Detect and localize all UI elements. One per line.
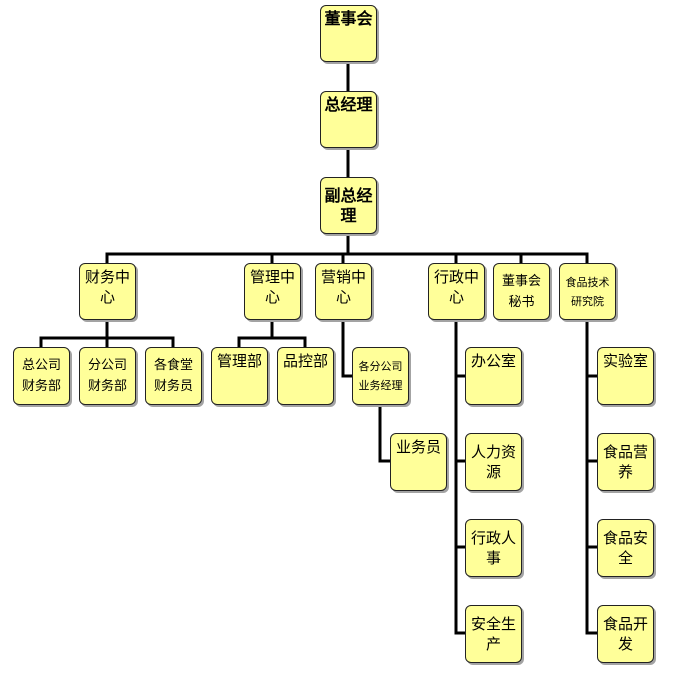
management-center-label-2: 心 [264, 288, 280, 306]
food-development-label-1: 食品开 [602, 615, 648, 633]
food-development-label-2: 发 [617, 635, 633, 653]
general-manager-box: 总经理 [320, 91, 377, 148]
laboratory-box: 实验室 [597, 347, 654, 405]
canteen-finance-box: 各食堂 财务员 [145, 347, 202, 405]
marketing-center-box: 营销中 心 [315, 263, 372, 320]
board-secretary-box: 董事会 秘书 [493, 263, 550, 320]
gm-label: 总经理 [324, 95, 373, 114]
admin-center-label-1: 行政中 [433, 268, 479, 286]
canteen-finance-label-2: 财务员 [153, 379, 193, 394]
finance-center-label-2: 心 [99, 288, 115, 306]
safety-production-label-1: 安全生 [470, 615, 516, 633]
safety-production-label-2: 产 [485, 635, 501, 653]
hr-label-2: 源 [485, 463, 501, 481]
deputy-gm-box: 副总经 理 [320, 177, 377, 234]
admin-center-box: 行政中 心 [428, 263, 485, 320]
branch-manager-label-2: 业务经理 [358, 379, 403, 392]
hq-finance-label-1: 总公司 [21, 358, 61, 373]
food-institute-label-1: 食品技术 [565, 275, 610, 289]
finance-center-box: 财务中 心 [79, 263, 136, 320]
branch-finance-label-1: 分公司 [87, 358, 127, 373]
food-nutrition-label-2: 养 [617, 463, 633, 481]
quality-control-box: 品控部 [277, 347, 334, 405]
management-center-label-1: 管理中 [249, 268, 295, 286]
laboratory-label: 实验室 [602, 352, 648, 370]
admin-personnel-label-2: 事 [485, 549, 501, 567]
safety-production-box: 安全生 产 [465, 605, 522, 663]
admin-personnel-label-1: 行政人 [470, 529, 516, 547]
deputy-gm-label-2: 理 [340, 205, 357, 225]
management-dept-box: 管理部 [211, 347, 268, 405]
hq-finance-label-2: 财务部 [21, 379, 61, 394]
salesman-box: 业务员 [390, 433, 447, 491]
board-secretary-label-1: 董事会 [501, 273, 541, 289]
food-safety-label-2: 全 [617, 549, 633, 567]
food-safety-label-1: 食品安 [602, 529, 648, 547]
board-box: 董事会 [320, 5, 377, 62]
hr-label-1: 人力资 [470, 443, 516, 461]
deputy-gm-label-1: 副总经 [324, 185, 373, 205]
food-nutrition-box: 食品营 养 [597, 433, 654, 491]
admin-center-label-2: 心 [448, 288, 464, 306]
food-nutrition-label-1: 食品营 [602, 443, 648, 461]
marketing-center-label-1: 营销中 [320, 268, 366, 286]
hr-box: 人力资 源 [465, 433, 522, 491]
branch-finance-label-2: 财务部 [87, 379, 127, 394]
management-center-box: 管理中 心 [244, 263, 301, 320]
finance-center-label-1: 财务中 [84, 268, 130, 286]
branch-finance-box: 分公司 财务部 [79, 347, 136, 405]
salesman-label: 业务员 [395, 438, 441, 456]
marketing-center-label-2: 心 [335, 288, 351, 306]
branch-manager-box: 各分公司 业务经理 [352, 347, 409, 405]
board-label: 董事会 [324, 9, 373, 28]
office-label: 办公室 [470, 352, 516, 370]
management-dept-label: 管理部 [216, 352, 262, 370]
food-safety-box: 食品安 全 [597, 519, 654, 577]
quality-control-label: 品控部 [282, 352, 328, 370]
board-secretary-label-2: 秘书 [508, 294, 535, 310]
admin-personnel-box: 行政人 事 [465, 519, 522, 577]
food-development-box: 食品开 发 [597, 605, 654, 663]
branch-manager-label-1: 各分公司 [358, 360, 403, 373]
food-institute-label-2: 研究院 [571, 294, 604, 308]
hq-finance-box: 总公司 财务部 [13, 347, 70, 405]
office-box: 办公室 [465, 347, 522, 405]
food-institute-box: 食品技术 研究院 [559, 263, 616, 320]
canteen-finance-label-1: 各食堂 [153, 358, 193, 373]
